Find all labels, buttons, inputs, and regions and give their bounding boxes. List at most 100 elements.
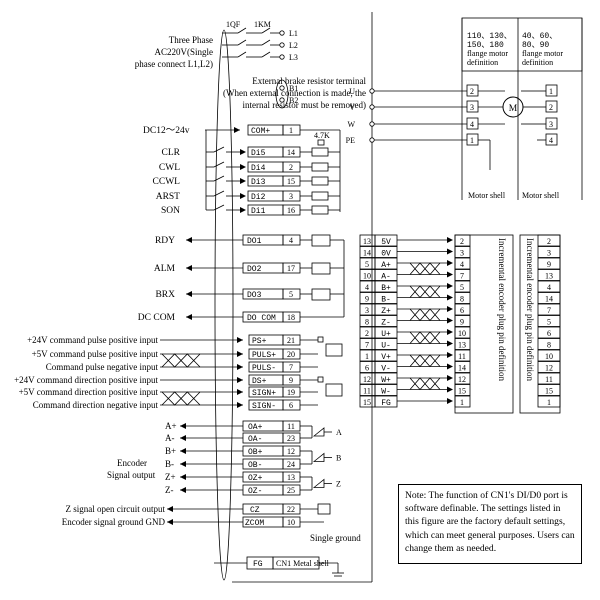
enc-arrow — [447, 352, 453, 358]
km-contact — [261, 39, 271, 46]
enc-out-label: A- — [165, 433, 175, 443]
enc-m1: 8 — [460, 295, 464, 304]
enc-sig-box — [374, 372, 398, 385]
enc-num: 6 — [365, 364, 369, 373]
enc-m2: 10 — [545, 352, 553, 361]
motor-pin-right-box — [545, 84, 558, 97]
do-label: DC COM — [138, 313, 176, 323]
di-label: CCWL — [153, 177, 181, 187]
motor-pin-left-box — [466, 84, 479, 97]
enc-out-pin: 13 — [287, 473, 295, 482]
motor-pin-left: 4 — [470, 120, 474, 129]
zcom-pin: 10 — [287, 518, 295, 527]
note-box: Note: The function of CN1's DI/D0 port i… — [398, 484, 582, 564]
enc-num: 10 — [363, 272, 371, 281]
resistor — [317, 139, 325, 146]
enc-m1: 13 — [458, 341, 466, 350]
optocoupler — [311, 162, 329, 172]
enc-out-label: Z- — [165, 485, 174, 495]
terminal-circle — [279, 54, 285, 60]
motor-header-right: 40、60、 — [522, 32, 557, 41]
enc-m1: 6 — [460, 306, 464, 315]
enc-arrow — [447, 317, 453, 324]
do-pin: 5 — [289, 290, 293, 299]
driver-letter: A — [336, 428, 342, 437]
di-name: COM+ — [251, 127, 270, 136]
cable-ellipse — [214, 29, 234, 581]
enc-out-arrow — [180, 435, 186, 441]
pulse-name: SIGN- — [252, 402, 276, 411]
pulse-name: PS+ — [252, 337, 267, 346]
enc-num: 13 — [363, 237, 371, 246]
note-text: Note: The function of CN1's DI/D0 port i… — [405, 490, 575, 554]
fg-name: FG — [253, 560, 263, 569]
ac220-label: AC220V(Single — [155, 47, 214, 57]
do-name: DO COM — [247, 314, 276, 323]
enc-m2: 8 — [547, 341, 551, 350]
do-label: ALM — [154, 264, 176, 274]
brake-ellipse — [275, 79, 289, 109]
motor-pin-right-box — [545, 133, 558, 146]
enc-out-pin: 25 — [287, 486, 295, 495]
pulse-label: +24V command pulse positive input — [27, 335, 158, 345]
enc-out-arrow — [180, 423, 186, 429]
motor-header-left: 110、130、 — [467, 32, 512, 41]
do-arrow — [186, 265, 192, 271]
enc-m2: 1 — [547, 398, 551, 407]
enc-sig: W+ — [381, 376, 391, 385]
di-arrow — [240, 207, 246, 213]
direction-resistor — [317, 376, 324, 383]
z-arrow — [167, 506, 173, 512]
brake-line3: internal resistor must be removed) — [243, 100, 366, 110]
motor-pin-left-box — [466, 133, 479, 146]
enc-num: 7 — [365, 341, 369, 350]
motor-terminal-circle — [369, 88, 375, 94]
enc-sig: W- — [381, 388, 391, 397]
motor-letter: M — [509, 104, 518, 114]
zcom-name: ZCOM — [245, 519, 264, 528]
pulse-pin: 6 — [289, 401, 293, 410]
enc-out-name: OA+ — [248, 423, 263, 432]
motor-pin-right: 3 — [549, 120, 553, 129]
do-label: BRX — [155, 290, 175, 300]
motor-header-left: 150、180 — [467, 41, 504, 50]
enc-out-arrow — [180, 474, 186, 480]
z-name: CZ — [250, 506, 260, 515]
di-arrow — [240, 149, 246, 155]
enc-arrow — [447, 340, 453, 347]
enc-m2: 4 — [547, 283, 551, 292]
direction-twist — [161, 391, 201, 406]
motor-terminal-label: W — [347, 120, 355, 129]
motor-header-left: flange motor — [467, 49, 508, 58]
enc-sig: 5V — [381, 238, 391, 247]
pulse-pin: 9 — [289, 376, 293, 385]
motor-shell-right: Motor shell — [522, 191, 560, 200]
enc-m2: 7 — [547, 306, 551, 315]
motor-terminal-label: PE — [346, 136, 355, 145]
enc-arrow — [447, 294, 453, 301]
enc-sig: 0V — [381, 250, 391, 259]
enc-m2: 6 — [547, 329, 551, 338]
enc-twist — [409, 308, 441, 322]
dc-supply-label: DC12～24v — [143, 126, 190, 136]
do-name: DO1 — [247, 237, 262, 246]
enc-num: 14 — [363, 249, 371, 258]
di-switch — [213, 146, 225, 153]
b1-label: B1 — [289, 84, 298, 93]
enc-sig: FG — [381, 399, 391, 408]
enc-out-arrow — [180, 461, 186, 467]
enc-sig-box — [374, 338, 398, 350]
enc-m2: 5 — [547, 318, 551, 327]
enc-sig-box — [374, 257, 398, 270]
enc-def-box — [454, 234, 514, 414]
pulse-arrow — [237, 337, 243, 343]
three-phase-label: Three Phase — [169, 35, 213, 45]
di-name: Di3 — [251, 178, 266, 187]
output-transistor — [311, 234, 331, 247]
enc-m2: 9 — [547, 260, 551, 269]
line-driver-triangle — [312, 427, 325, 437]
do-name: DO3 — [247, 291, 262, 300]
optocoupler — [311, 147, 329, 157]
enc-sig-box — [374, 269, 398, 281]
pulse-label: +5V command pulse positive input — [32, 349, 159, 359]
